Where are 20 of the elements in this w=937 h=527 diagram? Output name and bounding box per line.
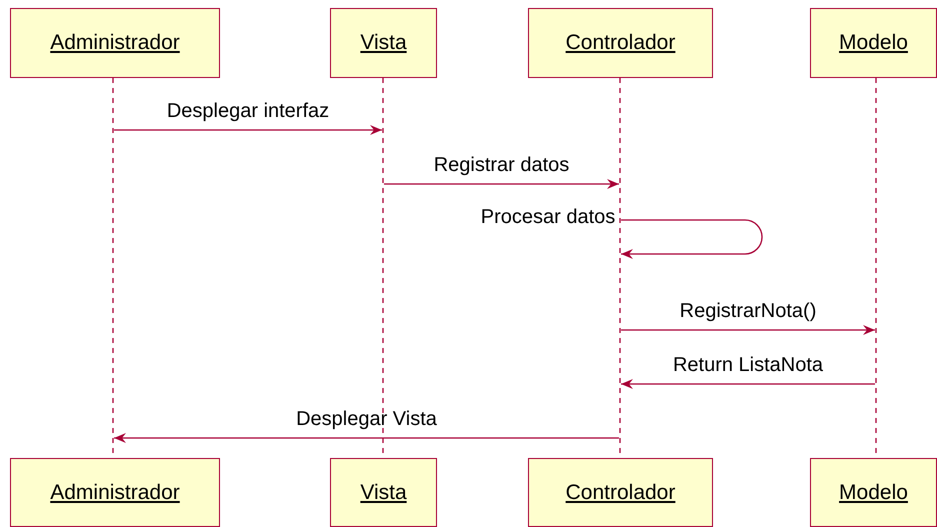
message-arrow [621,379,875,389]
message-arrow [621,219,763,259]
message-arrow [114,433,619,443]
participant-box: Vista [330,458,437,527]
participant-box: Vista [330,8,437,78]
participant-box: Modelo [810,8,937,78]
message-label: RegistrarNota() [678,300,818,323]
message-label: Desplegar interfaz [166,100,330,123]
message-label: Procesar datos [480,206,616,229]
participant-box: Administrador [10,458,220,527]
message-arrow [621,325,875,335]
participant-box: Modelo [810,458,937,527]
participant-box: Administrador [10,8,220,78]
message-label: Return ListaNota [672,354,824,377]
message-arrow [114,125,382,135]
message-label: Registrar datos [432,154,570,177]
message-arrow [384,179,619,189]
participant-box: Controlador [528,8,713,78]
message-label: Desplegar Vista [295,408,438,431]
participant-box: Controlador [528,458,713,527]
